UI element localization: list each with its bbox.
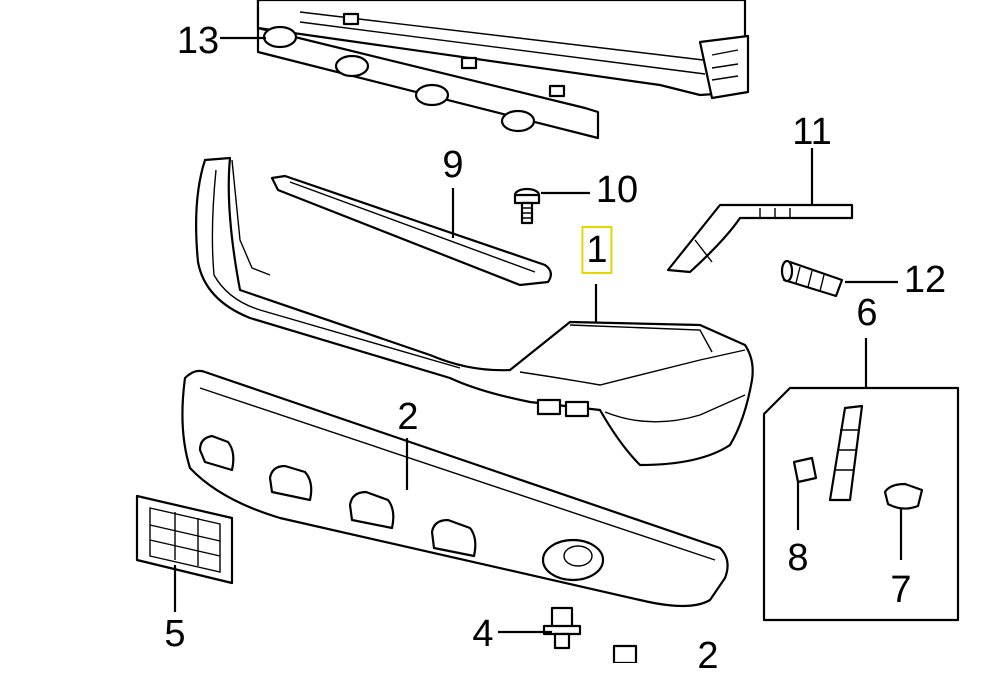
part-4-clip bbox=[542, 606, 582, 650]
callout-12: 12 bbox=[903, 259, 947, 301]
part-11-bracket bbox=[666, 203, 854, 274]
part-5-license-bracket bbox=[135, 494, 234, 585]
part-13-reinforcement-beam bbox=[256, 0, 750, 140]
leader-lines bbox=[173, 36, 903, 634]
callout-1: 1 bbox=[581, 226, 613, 274]
callout-10: 10 bbox=[595, 169, 639, 211]
part-9-trim-strip bbox=[270, 174, 552, 287]
callout-2-lower: 2 bbox=[697, 635, 719, 677]
callout-5: 5 bbox=[164, 613, 186, 655]
callout-4: 4 bbox=[472, 613, 494, 655]
callout-7: 7 bbox=[890, 569, 912, 611]
callout-13: 13 bbox=[176, 20, 220, 62]
callout-11: 11 bbox=[792, 111, 832, 153]
part-6-kit-box bbox=[762, 386, 960, 622]
part-2-screw bbox=[612, 644, 638, 663]
part-2-lower-valance bbox=[181, 369, 729, 608]
callout-9: 9 bbox=[442, 144, 464, 186]
part-10-bolt bbox=[513, 187, 541, 225]
callout-2: 2 bbox=[397, 396, 419, 438]
part-1-bumper-fascia bbox=[195, 156, 754, 467]
callout-6: 6 bbox=[856, 292, 878, 334]
part-12-plug bbox=[780, 259, 844, 298]
callout-8: 8 bbox=[787, 537, 809, 579]
parts-diagram bbox=[135, 0, 960, 663]
